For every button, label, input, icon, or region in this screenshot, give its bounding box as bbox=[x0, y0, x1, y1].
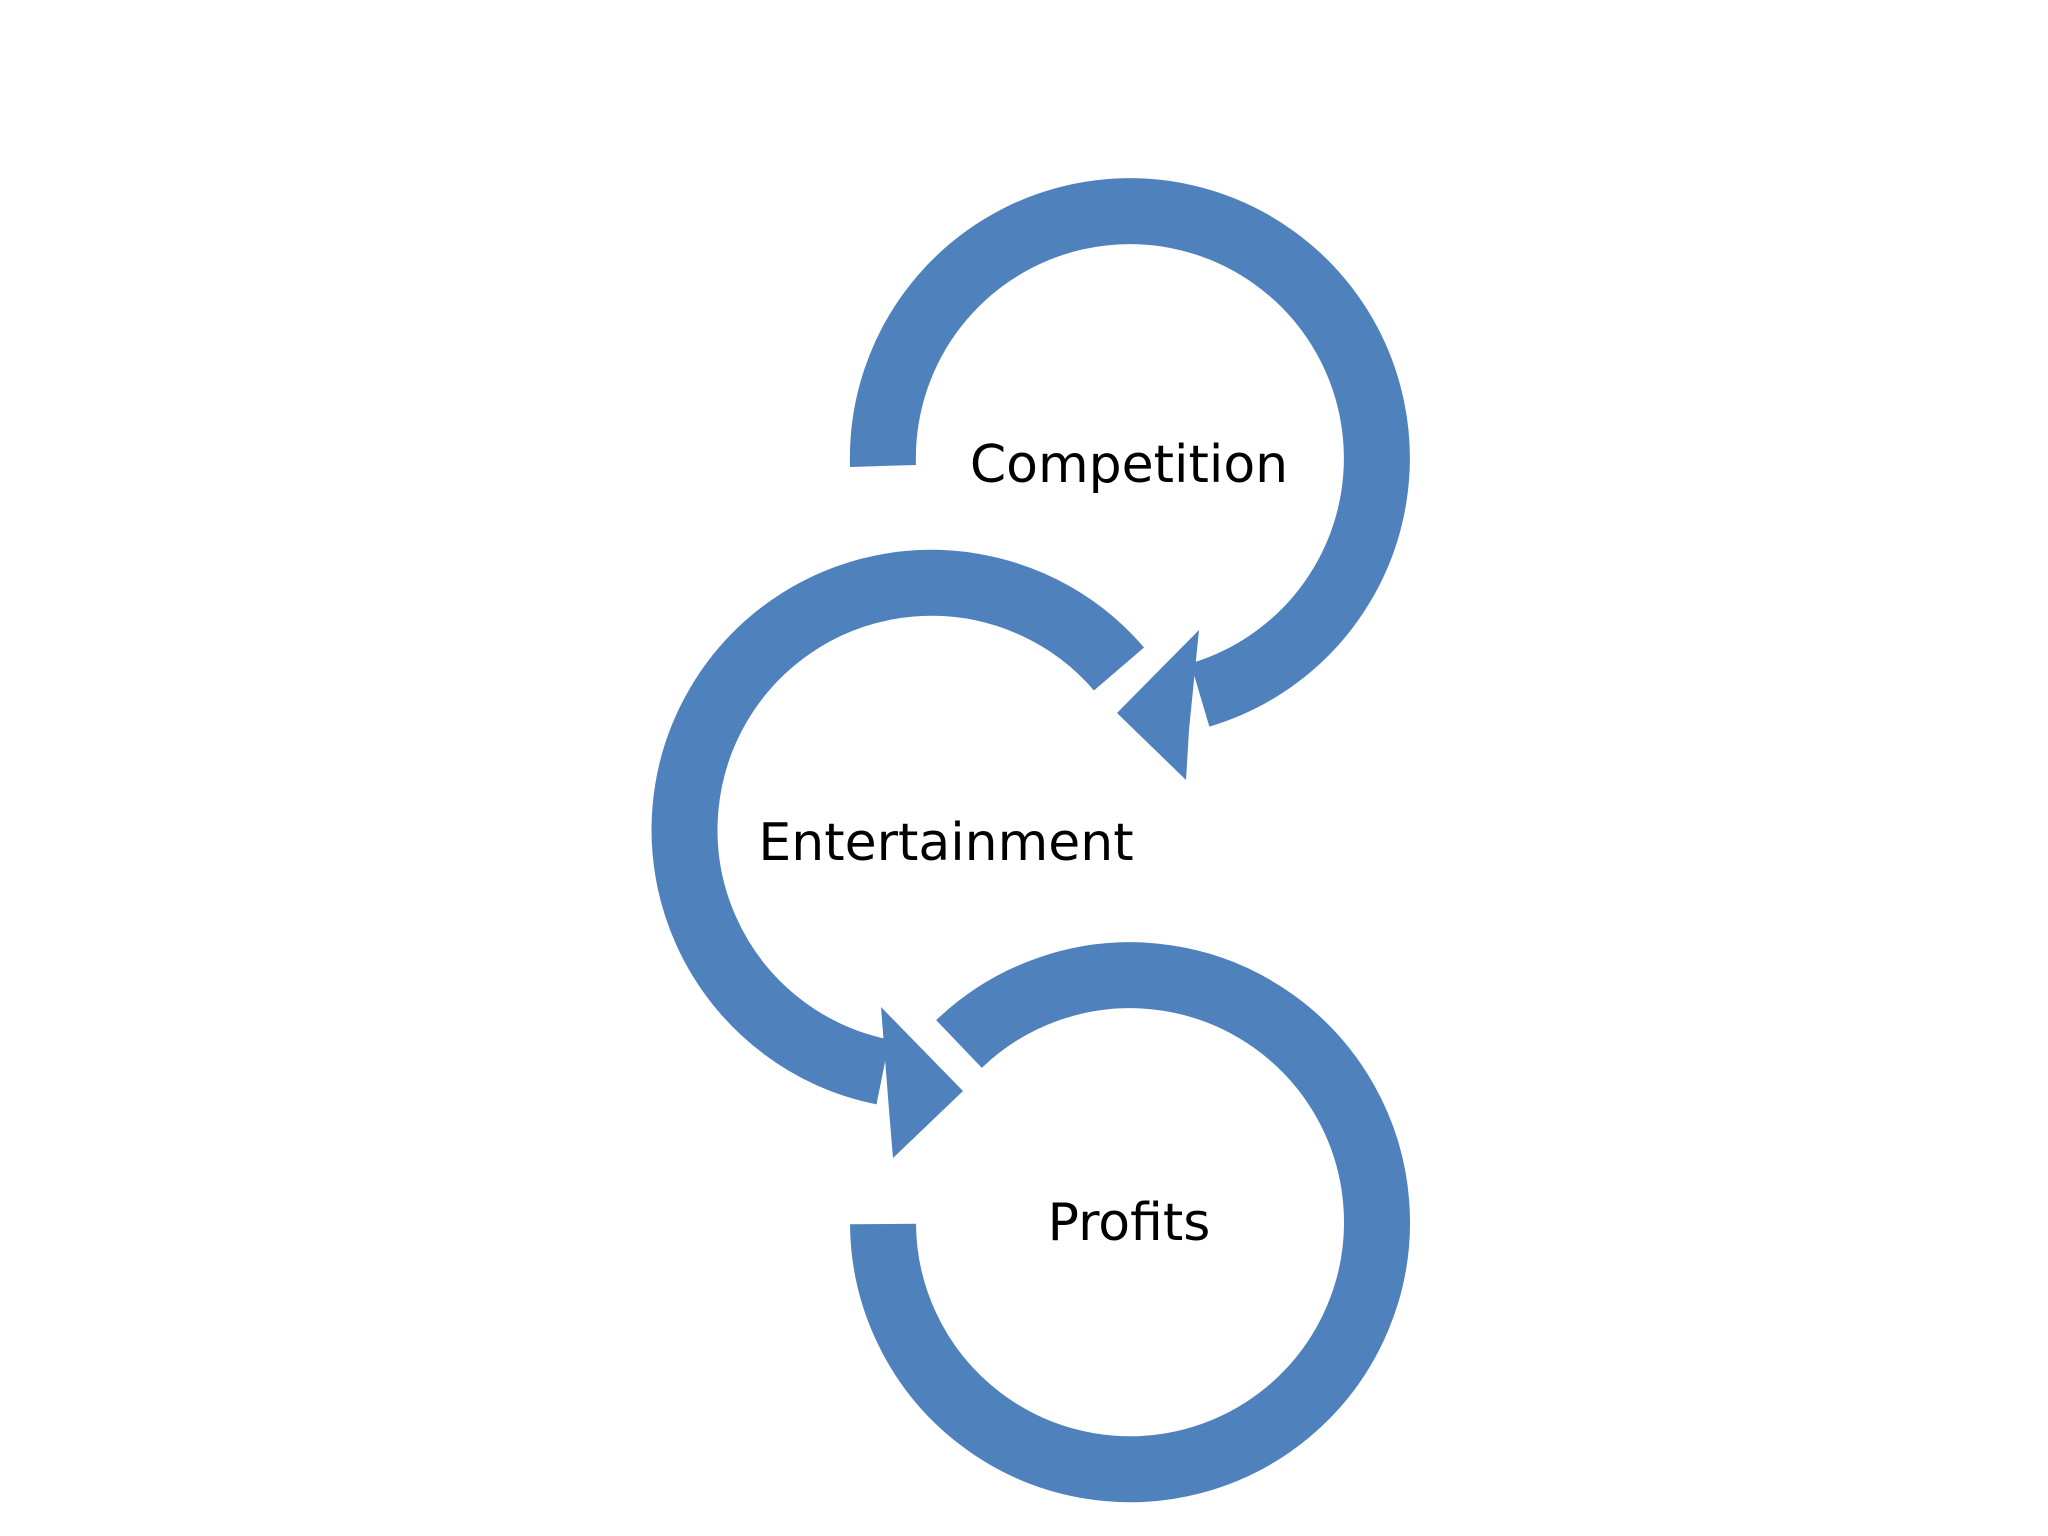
entertainment-arrowhead bbox=[881, 1007, 963, 1158]
competition-arrowhead bbox=[1117, 630, 1199, 780]
profits-arc bbox=[850, 942, 1410, 1503]
entertainment-arc bbox=[651, 549, 1145, 1105]
entertainment-arrow bbox=[651, 549, 1145, 1158]
competition-label: Competition bbox=[970, 435, 1288, 495]
profits-arrow bbox=[850, 942, 1410, 1503]
competition-arrow bbox=[849, 178, 1410, 780]
profits-label: Profits bbox=[1048, 1193, 1211, 1253]
entertainment-label: Entertainment bbox=[758, 813, 1133, 873]
competition-arc bbox=[849, 178, 1410, 727]
